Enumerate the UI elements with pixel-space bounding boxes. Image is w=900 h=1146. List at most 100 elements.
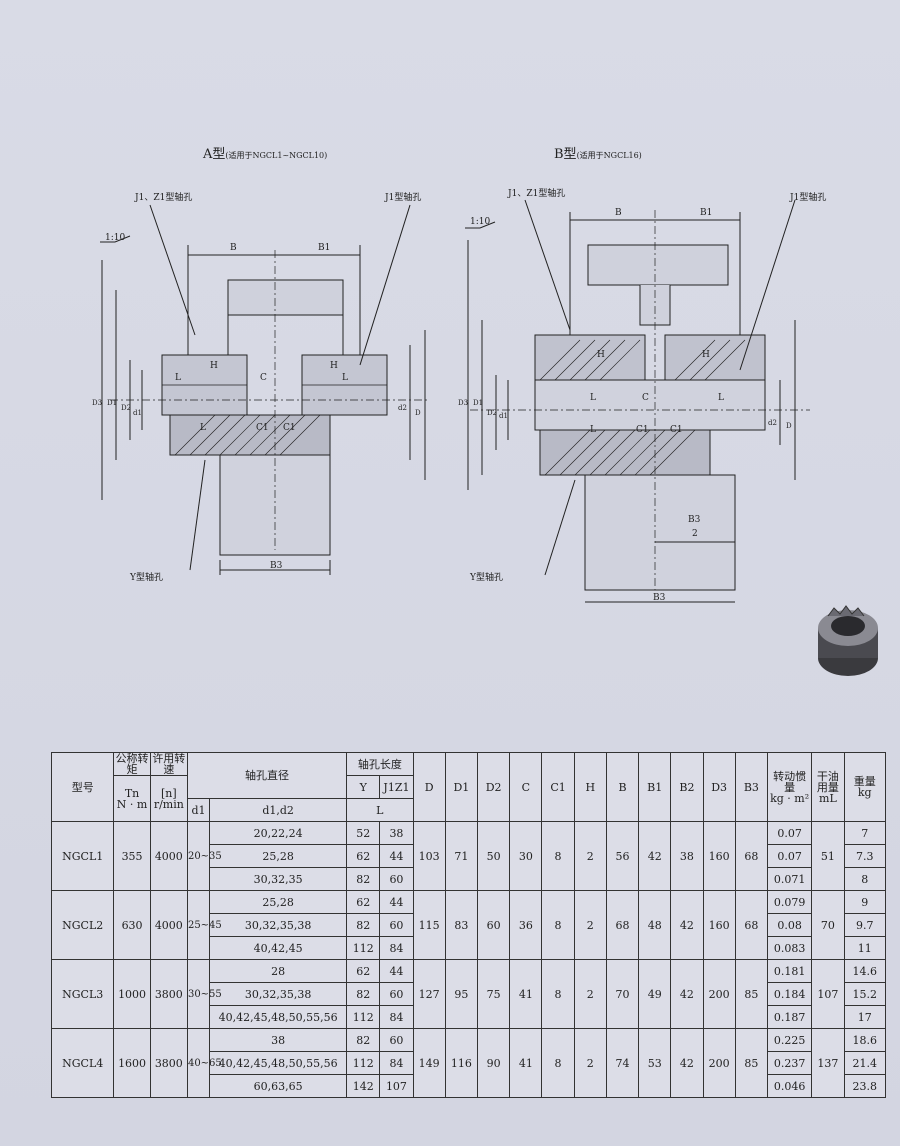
cell-jz: 84 bbox=[379, 1051, 414, 1075]
label-l1: L bbox=[175, 373, 181, 383]
th-H: H bbox=[573, 752, 607, 822]
cell-d1: 83 bbox=[444, 890, 479, 960]
label-bore-j1z1-b: J1、Z1型轴孔 bbox=[507, 187, 565, 199]
diagram-a-labels: J1、Z1型轴孔 J1型轴孔 1:10 B B1 L L L C C1 C1 H… bbox=[92, 191, 421, 583]
cell-inertia: 0.187 bbox=[766, 1005, 813, 1029]
cell-model: NGCL4 bbox=[50, 1028, 115, 1098]
cell-d1d2: 25,28 bbox=[209, 890, 348, 914]
cell-b3: 68 bbox=[734, 821, 768, 891]
cell-d1-range: 40~65 bbox=[186, 1028, 222, 1098]
th-weight: 重量 kg bbox=[843, 752, 886, 822]
label-bore-j1: J1型轴孔 bbox=[384, 191, 421, 203]
cell-speed: 3800 bbox=[149, 959, 188, 1029]
label-taper-b: 1:10 bbox=[470, 217, 490, 227]
cell-jz: 38 bbox=[379, 821, 414, 845]
cell-weight: 9.7 bbox=[843, 913, 886, 937]
cell-jz: 60 bbox=[379, 1028, 414, 1052]
cell-y: 52 bbox=[346, 821, 381, 845]
cell-jz: 60 bbox=[379, 913, 414, 937]
cell-torque: 630 bbox=[113, 890, 151, 960]
th-C1: C1 bbox=[541, 752, 575, 822]
label-bore-j1z1: J1、Z1型轴孔 bbox=[134, 191, 192, 203]
cell-y: 82 bbox=[346, 1028, 381, 1052]
th-torque-unit2: N · m bbox=[116, 797, 148, 811]
cell-jz: 44 bbox=[379, 959, 414, 983]
cell-d1d2: 40,42,45,48,50,55,56 bbox=[209, 1051, 348, 1075]
label-c1b: C1 bbox=[283, 423, 296, 433]
label-h1: H bbox=[210, 361, 218, 371]
cell-weight: 17 bbox=[843, 1005, 886, 1029]
diagram-a-title: A型(适用于NGCL1~NGCL10) bbox=[203, 143, 327, 162]
cell-b2: 38 bbox=[670, 821, 704, 891]
cell-d1: 95 bbox=[444, 959, 479, 1029]
cell-inertia: 0.184 bbox=[766, 982, 813, 1006]
cell-d3: 160 bbox=[702, 821, 736, 891]
cell-weight: 21.4 bbox=[843, 1051, 886, 1075]
cell-jz: 44 bbox=[379, 890, 414, 914]
cell-d1d2: 20,22,24 bbox=[209, 821, 348, 845]
cell-b1: 53 bbox=[638, 1028, 672, 1098]
cell-d3: 160 bbox=[702, 890, 736, 960]
th-B1: B1 bbox=[638, 752, 672, 822]
th-model: 型号 bbox=[50, 752, 115, 822]
cell-jz: 84 bbox=[379, 1005, 414, 1029]
cell-c: 30 bbox=[509, 821, 543, 891]
diagram-b-labels: J1、Z1型轴孔 J1型轴孔 1:10 B B1 L L L C C1 C1 H… bbox=[458, 187, 826, 603]
label-c1b-b: C1 bbox=[670, 425, 683, 435]
cell-d2: 60 bbox=[476, 890, 511, 960]
cell-d1d2: 30,32,35,38 bbox=[209, 982, 348, 1006]
diagram-a-type: A型 bbox=[203, 147, 226, 162]
cell-c: 36 bbox=[509, 890, 543, 960]
cell-weight: 9 bbox=[843, 890, 886, 914]
th-weight-label: 重量 bbox=[853, 775, 876, 788]
th-y: Y bbox=[346, 775, 381, 799]
cell-weight: 18.6 bbox=[843, 1028, 886, 1052]
label-c: C bbox=[260, 373, 267, 383]
th-B2: B2 bbox=[670, 752, 704, 822]
cell-oil: 51 bbox=[811, 821, 845, 891]
cell-torque: 1000 bbox=[113, 959, 151, 1029]
cell-y: 142 bbox=[346, 1074, 381, 1098]
cell-y: 62 bbox=[346, 890, 381, 914]
label-dd2: d2 bbox=[398, 404, 407, 412]
cell-torque: 1600 bbox=[113, 1028, 151, 1098]
cell-oil: 107 bbox=[811, 959, 845, 1029]
diagram-b-note: (适用于NGCL16) bbox=[576, 151, 642, 160]
cell-inertia: 0.237 bbox=[766, 1051, 813, 1075]
th-D3: D3 bbox=[702, 752, 736, 822]
cell-model: NGCL2 bbox=[50, 890, 115, 960]
cell-model: NGCL1 bbox=[50, 821, 115, 891]
cell-b1: 49 bbox=[638, 959, 672, 1029]
cell-h: 2 bbox=[573, 1028, 607, 1098]
th-weight-unit: kg bbox=[857, 786, 872, 799]
cell-c1: 8 bbox=[541, 890, 575, 960]
cell-inertia: 0.181 bbox=[766, 959, 813, 983]
cell-jz: 84 bbox=[379, 936, 414, 960]
label-d1s-b: d1 bbox=[499, 412, 508, 420]
cell-d1d2: 25,28 bbox=[209, 844, 348, 868]
label-b3half-den: 2 bbox=[692, 529, 698, 539]
cell-y: 82 bbox=[346, 867, 381, 891]
label-b-b: B bbox=[615, 208, 622, 218]
cell-weight: 8 bbox=[843, 867, 886, 891]
label-d3-b: D3 bbox=[458, 399, 468, 407]
cell-c: 41 bbox=[509, 959, 543, 1029]
cell-b2: 42 bbox=[670, 890, 704, 960]
cell-b3: 85 bbox=[734, 1028, 768, 1098]
cell-y: 82 bbox=[346, 913, 381, 937]
label-c1a: C1 bbox=[256, 423, 269, 433]
th-D: D bbox=[412, 752, 446, 822]
cell-c1: 8 bbox=[541, 1028, 575, 1098]
th-bore-len: 轴孔长度 bbox=[346, 752, 414, 776]
th-speed-unit2: r/min bbox=[153, 797, 184, 811]
cell-d1-range: 20~35 bbox=[186, 821, 222, 891]
th-C: C bbox=[509, 752, 543, 822]
cell-inertia: 0.071 bbox=[766, 867, 813, 891]
label-d2-b: D2 bbox=[487, 409, 497, 417]
th-d1col: d1 bbox=[186, 798, 211, 822]
